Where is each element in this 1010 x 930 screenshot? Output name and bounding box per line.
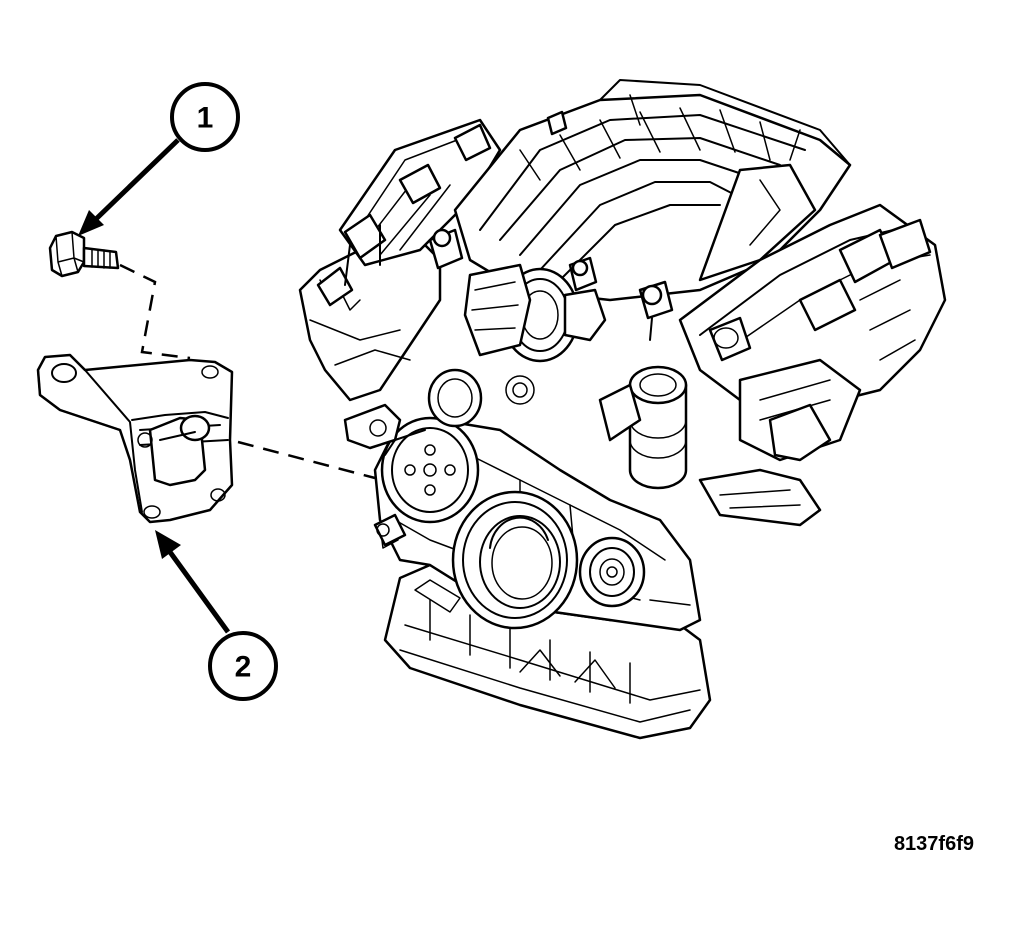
mounting-bracket	[36, 353, 234, 524]
coolant-fitting	[373, 513, 407, 547]
callout-2: 2	[208, 631, 278, 701]
right-exhaust-manifold	[698, 403, 832, 527]
callout-arrow-1	[78, 138, 180, 236]
callout-arrow-2	[155, 530, 231, 634]
alignment-lines	[119, 263, 376, 480]
right-cylinder-head	[678, 203, 947, 462]
idler-pulley	[578, 536, 646, 608]
crankshaft-pulley	[451, 490, 579, 630]
sensor-connectors	[428, 228, 674, 341]
figure-id: 8137f6f9	[893, 833, 974, 855]
oil-filter	[598, 365, 688, 490]
tensioner-area	[343, 368, 483, 450]
left-valve-cover	[338, 118, 502, 286]
callout-2-label: 2	[235, 651, 252, 684]
bolt	[48, 230, 120, 278]
callout-1: 1	[170, 82, 240, 152]
engine-illustration	[298, 79, 947, 740]
callout-1-label: 1	[197, 102, 214, 135]
intake-manifold	[453, 79, 852, 302]
left-cylinder-head	[298, 238, 442, 402]
throttle-body	[463, 263, 607, 405]
